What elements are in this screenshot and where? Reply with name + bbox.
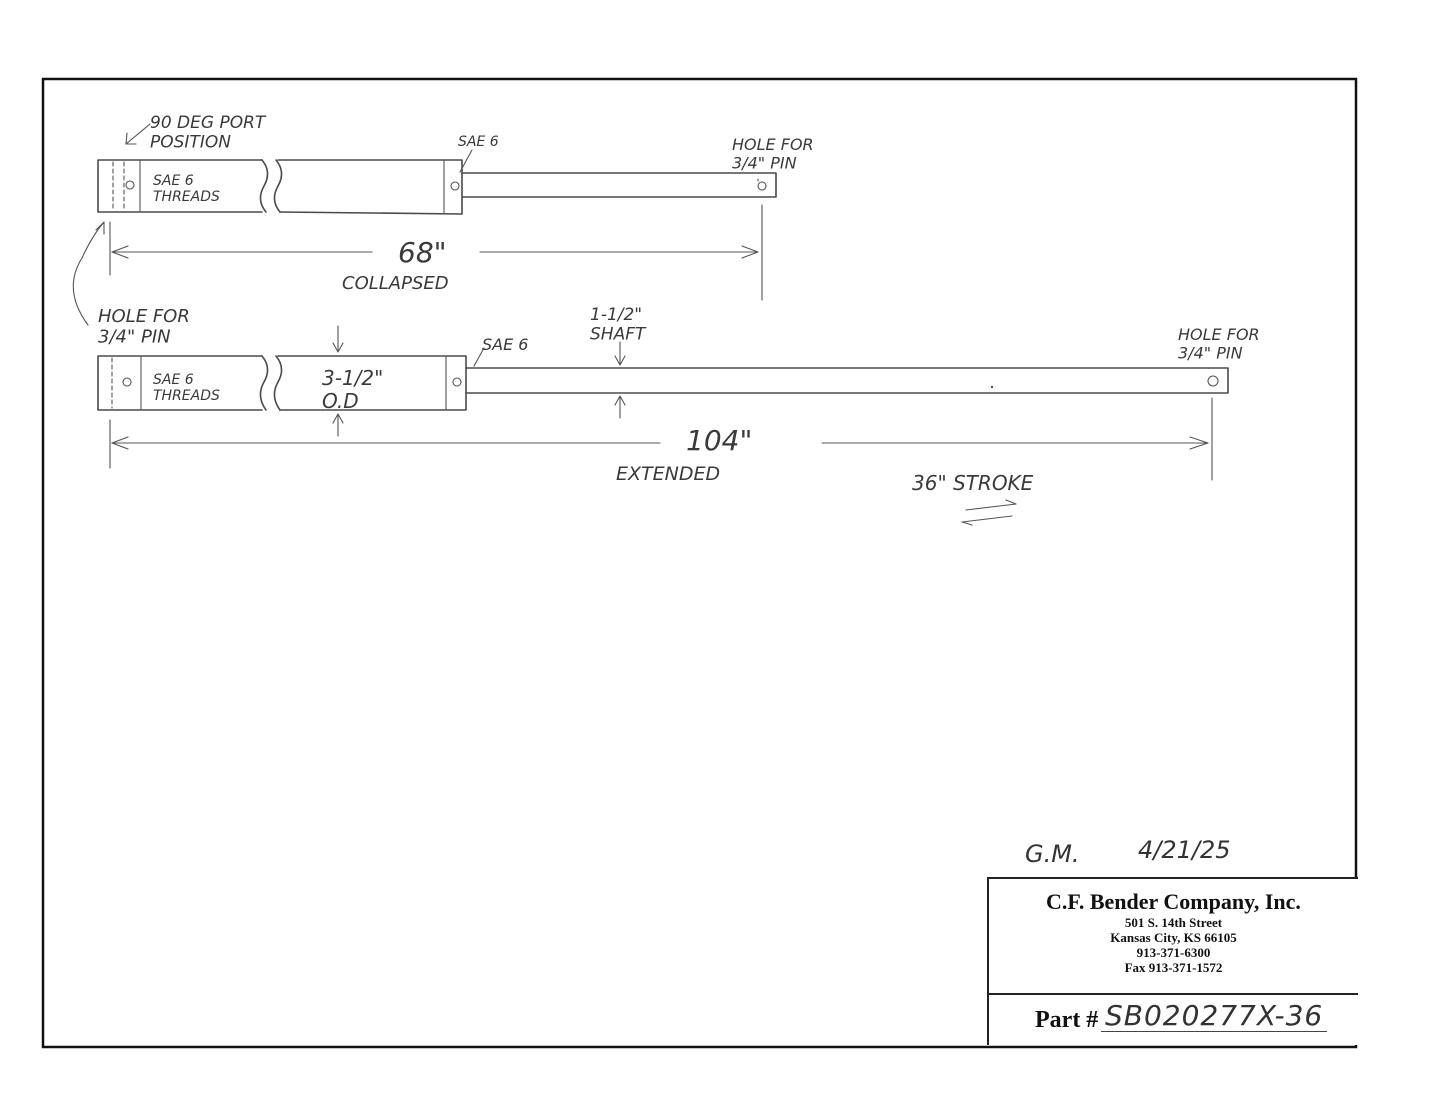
extended-caption: EXTENDED [616,463,720,485]
drawn-date: 4/21/25 [1138,836,1231,864]
address-line: Fax 913-371-1572 [1124,960,1223,975]
drafter-initials: G.M. [1025,840,1080,868]
company-name: C.F. Bender Company, Inc. [1046,889,1301,914]
collapsed-cylinder [72,123,777,326]
address-line: 501 S. 14th Street [1124,915,1223,930]
address-line: 913-371-6300 [1136,945,1211,960]
extended-length-label: 104" [686,424,752,457]
title-block: C.F. Bender Company, Inc. 501 S. 14th St… [987,877,1358,1045]
shaft-dimension-label: 1-1/2"SHAFT [590,305,647,345]
address-line: Kansas City, KS 66105 [1110,930,1237,945]
sae6-rod-bottom-label: SAE 6 [482,335,528,354]
part-label: Part # [1035,1007,1099,1033]
extended-cylinder [97,325,1229,526]
part-number: SB020277X-36 [1101,1001,1328,1032]
part-row: Part # SB020277X-36 [989,995,1358,1045]
sheet-border [41,77,1358,1049]
sae6-rod-top-label: SAE 6 [458,134,499,150]
collapsed-caption: COLLAPSED [342,273,449,294]
od-dimension-label: 3-1/2"O.D [322,366,383,413]
collapsed-length-label: 68" [398,236,447,269]
company-info: C.F. Bender Company, Inc. 501 S. 14th St… [989,879,1358,995]
stroke-label: 36" STROKE [912,471,1034,495]
